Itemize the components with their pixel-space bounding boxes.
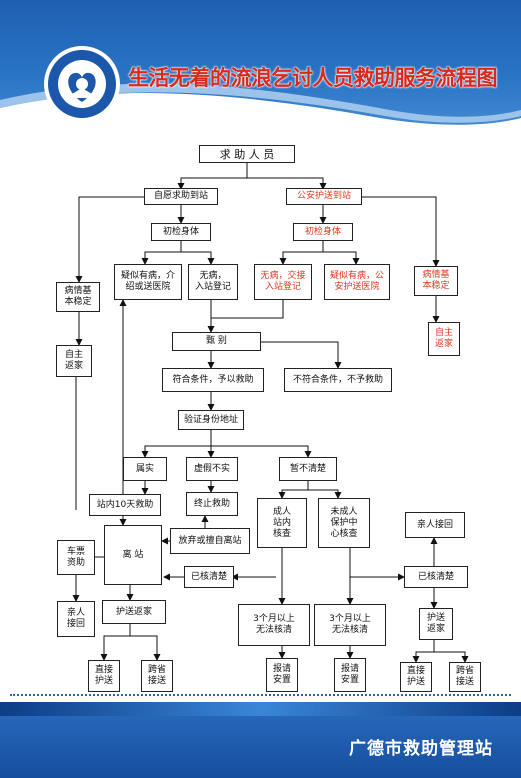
node-escort-home-left: 护送返家 [102,600,166,624]
node-physical-check-left: 初检身体 [151,223,211,241]
dotted-divider [10,694,511,696]
node-no-illness-right: 无病，交接 入站登记 [254,264,312,300]
node-seek-help: 求 助 人 员 [199,145,295,163]
node-screening: 甄 别 [172,332,261,351]
node-eligible: 符合条件，予以救助 [162,368,264,392]
node-self-return-left: 自主 返家 [56,345,92,377]
node-terminate-aid: 终止救助 [186,492,238,516]
node-true-info: 属实 [123,457,167,481]
node-verify-identity: 验证身份地址 [178,410,244,430]
node-minor-verify: 未成人 保护中 心核查 [318,498,370,548]
node-unverifiable-adult: 3个月以上 无法核清 [238,604,310,646]
node-direct-escort-left: 直接 护送 [88,660,120,692]
node-leave-station: 离 站 [104,525,162,585]
node-escort-home-right: 护送 返家 [419,608,453,640]
node-ticket-aid: 车票 资助 [57,540,95,575]
footer-stripe [0,702,521,716]
node-physical-check-right: 初检身体 [293,223,353,241]
node-direct-escort-right: 直接 护送 [400,662,432,692]
node-abandon-leave: 放弃或擅自离站 [170,528,250,554]
node-false-info: 虚假不实 [186,457,238,481]
node-self-return-right: 自主 返家 [428,322,460,356]
node-report-placement-right: 报请 安置 [334,658,366,692]
node-suspected-illness-left: 疑似有病，介 绍或送医院 [114,264,182,300]
node-relatives-pickup-right: 亲人接回 [405,512,465,538]
node-relatives-pickup-left: 亲人 接回 [57,601,95,637]
node-unverifiable-minor: 3个月以上 无法核清 [314,604,386,646]
header-banner: 生活无着的流浪乞讨人员救助服务流程图 [0,0,521,140]
node-verified-right: 已核清楚 [404,566,468,588]
node-cross-province-right: 跨省 接送 [449,662,481,692]
header-wave-decoration [0,83,521,140]
node-verified-left: 已核清楚 [184,566,234,588]
node-voluntary-arrival: 自愿求助到站 [144,188,218,205]
node-ten-day-aid: 站内10天救助 [89,494,161,516]
node-suspected-illness-right: 疑似有病，公 安护送医院 [324,264,390,300]
node-unclear: 暂不清楚 [279,457,337,481]
footer-organization: 广德市救助管理站 [349,739,493,759]
page-title: 生活无着的流浪乞讨人员救助服务流程图 [128,66,498,90]
node-report-placement-left: 报请 安置 [266,658,298,692]
node-cross-province-left: 跨省 接送 [141,660,173,692]
node-adult-verify: 成人 站内 核查 [257,498,307,548]
node-stable-condition-right: 病情基 本稳定 [414,266,458,296]
node-ineligible: 不符合条件，不予救助 [284,368,392,392]
rescue-management-logo-icon [44,46,120,122]
node-police-escort: 公安护送到站 [286,188,362,205]
node-no-illness-left: 无病， 入站登记 [188,264,238,300]
node-stable-condition-left: 病情基 本稳定 [56,282,100,312]
